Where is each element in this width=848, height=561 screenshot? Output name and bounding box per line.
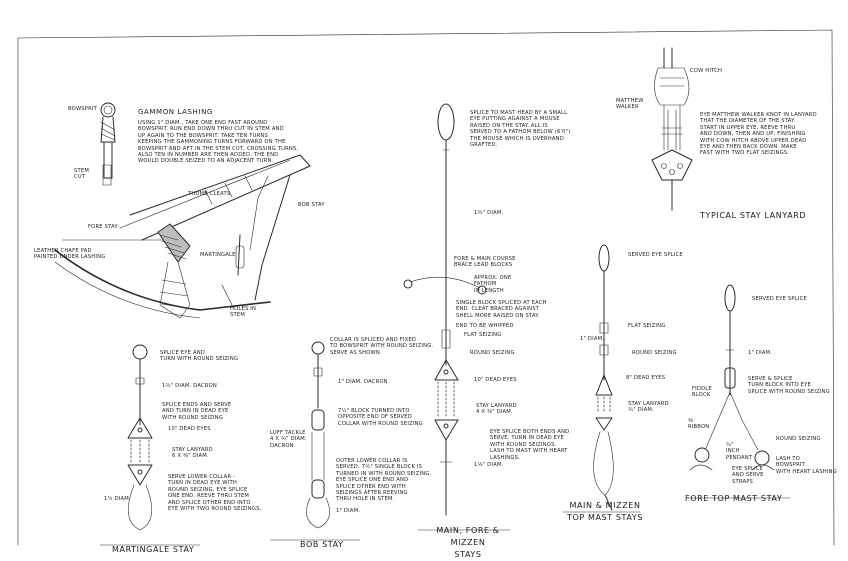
bowsprit-assembly: [54, 154, 311, 319]
label-eye-splice-both: EYE SPLICE BOTH ENDS AND SERVE. TURN IN …: [490, 429, 570, 461]
title-bob-stay: BOB STAY: [300, 540, 344, 549]
label-bowsprit: BOWSPRIT: [68, 106, 98, 112]
title-main-mizzen-top-mast-stays: MAIN & MIZZEN TOP MAST STAYS: [567, 501, 643, 522]
label-dead-eyes-10: 10" DEAD EYES: [168, 426, 211, 432]
bob-stay-drawing: [306, 341, 330, 529]
label-approx-fathom: APPROX. ONE FATHOM IN LENGTH: [474, 275, 512, 294]
label-served-eye-right: SERVED EYE SPLICE: [752, 296, 807, 302]
title-typical-stay-lanyard: TYPICAL STAY LANYARD: [700, 211, 807, 220]
label-ten-dead-eyes: 10" DEAD EYES: [474, 377, 517, 383]
label-d1-top: 1" DIAM.: [580, 336, 605, 342]
label-thumb-cleats: THUMB CLEATS: [188, 191, 231, 197]
label-round-seizing-top: ROUND SEIZING: [632, 350, 677, 356]
sheet-border: [17, 29, 835, 546]
label-stay-lanyard-top: STAY LANYARD ¾" DIAM.: [628, 401, 669, 414]
label-d1-bob: 1" DIAM.: [336, 508, 361, 514]
label-fiddle-block: FIDDLE BLOCK: [692, 386, 712, 399]
label-ribbon: ⅜ RIBBON: [688, 418, 710, 431]
label-d1-dacron: 1" DIAM. DACRON: [338, 379, 388, 385]
label-flat-seizing-top: FLAT SEIZING: [628, 323, 666, 329]
label-splice-mast-head: SPLICE TO MAST HEAD BY A SMALL EYE PUTTI…: [470, 110, 571, 149]
martingale-stay-drawing: [127, 344, 153, 531]
top-mast-stay-drawing: [593, 244, 614, 511]
label-serve-splice: SERVE & SPLICE TURN BLOCK INTO EYE SPLIC…: [748, 376, 830, 395]
label-splice-eye-turn: SPLICE EYE AND TURN WITH ROUND SEIZING: [160, 350, 239, 363]
gammon-detail-sketch: [100, 102, 116, 186]
label-stem-cut: STEM CUT: [74, 168, 90, 181]
label-holes-in-stem: HOLES IN STEM: [230, 306, 257, 319]
title-gammon-lashing: GAMMON LASHING: [138, 108, 213, 116]
label-serve-lower: SERVE LOWER COLLAR - TURN IN DEAD EYE WI…: [168, 474, 262, 513]
label-fore-stay: FORE STAY: [88, 224, 118, 230]
label-stay-lanyard-mart: STAY LANYARD 6 x ⅜" DIAM.: [172, 447, 213, 460]
label-flat-seizing: FLAT SEIZING: [464, 332, 502, 338]
label-d114: 1¼ DIAM.: [104, 496, 131, 502]
label-d118: 1⅛" DIAM.: [474, 462, 504, 468]
fore-top-mast-stay-drawing: [689, 284, 775, 471]
label-outer-lower: OUTER LOWER COLLAR IS SERVED. 7½" SINGLE…: [336, 458, 432, 503]
label-pendant: ¾" INCH PENDANT: [726, 442, 753, 461]
label-eight-dead-eyes: 8" DEAD EYES: [626, 375, 666, 381]
label-single-block: SINGLE BLOCK SPLICED AT EACH END. CLEAT …: [456, 300, 547, 319]
label-d134-dacron: 1¾" DIAM. DACRON: [162, 383, 217, 389]
label-gammon-text: USING 1" DIAM., TAKE ONE END FAST AROUND…: [138, 120, 299, 165]
label-collar: COLLAR IS SPLICED AND FIXED TO BOWSPRIT …: [330, 337, 434, 356]
label-d1-right: 1" DIAM.: [748, 350, 773, 356]
label-served-eye: SERVED EYE SPLICE: [628, 252, 683, 258]
label-matthew-text: EYE MATTHEW WALKER KNOT IN LANYARD THAT …: [700, 112, 817, 157]
label-bob-stay: BOB STAY: [298, 202, 325, 208]
label-martingale: MARTINGALE: [200, 252, 236, 258]
label-block-turned: 7½" BLOCK TURNED INTO OPPOSITE END OF SE…: [338, 408, 423, 427]
title-fore-top-mast-stay: FORE TOP MAST STAY: [685, 494, 783, 503]
label-d134: 1¾" DIAM.: [474, 210, 504, 216]
label-leather-chafe-pad: LEATHER CHAFE PAD PAINTED UNDER LASHING: [34, 248, 106, 261]
label-eye-splice-strop: EYE SPLICE AND SERVE STRAPS: [732, 466, 764, 485]
title-main-fore-mizzen-stays: MAIN, FORE & MIZZEN STAYS: [436, 526, 500, 559]
label-luff-tackle: LUFF TACKLE 4 x ¾" DIAM. DACRON: [270, 430, 307, 449]
label-splice-ends: SPLICE ENDS AND SERVE AND TURN IN DEAD E…: [162, 402, 232, 421]
label-round-seizing: ROUND SEIZING: [470, 350, 515, 356]
label-lash-bowsprit: LASH TO BOWSPRIT WITH HEART LASHING: [776, 456, 837, 475]
label-stay-lanyard-main: STAY LANYARD 4 x ⅜" DIAM.: [476, 403, 517, 416]
label-cow-hitch: COW HITCH: [690, 68, 723, 74]
main-stay-drawing: [403, 103, 487, 516]
label-matthew-walker: MATTHEW WALKER: [616, 98, 644, 111]
label-round-seizing-right: ROUND SEIZING: [776, 436, 821, 442]
label-end-whipped: END TO BE WHIPPED: [456, 323, 514, 329]
label-fore-main-course: FORE & MAIN COURSE BRACE LEAD BLOCKS: [454, 256, 516, 269]
typical-stay-lanyard-drawing: [651, 47, 693, 211]
title-martingale-stay: MARTINGALE STAY: [112, 545, 195, 554]
